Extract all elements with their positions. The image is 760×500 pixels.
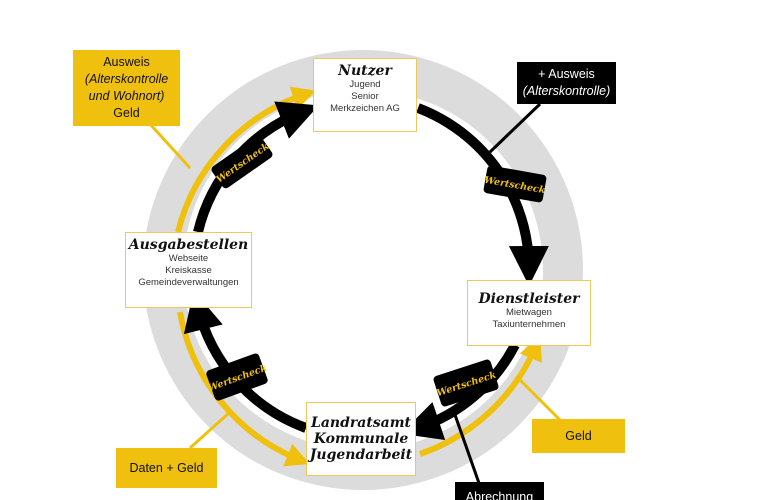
note-abrechnung: Abrechnung: [455, 482, 544, 500]
node-dienstleister: Dienstleister Mietwagen Taxiunternehmen: [467, 280, 591, 346]
note-text: Geld: [113, 106, 140, 120]
note-text: Ausweis: [103, 55, 150, 69]
pointer-ausweis-black: [488, 102, 542, 154]
node-dienstleister-line: Taxiunternehmen: [492, 319, 566, 330]
node-ausgabestellen: Ausgabestellen Webseite Kreiskasse Gemei…: [125, 232, 252, 308]
yellow-arrow-ausgabe-to-landratsamt: [177, 311, 311, 467]
note-text: (Alterskontrolle: [84, 72, 169, 86]
note-text: Abrechnung: [465, 490, 534, 500]
note-daten-geld: Daten + Geld: [116, 448, 217, 488]
pointer-ausweis-yellow: [148, 122, 192, 170]
pointer-geld: [518, 378, 562, 422]
note-text: + Ausweis: [538, 67, 595, 81]
node-ausgabestellen-line: Gemeindeverwaltungen: [138, 277, 239, 288]
node-landratsamt-title: Landratsamt: [310, 415, 412, 431]
node-landratsamt-title: Jugendarbeit: [309, 447, 413, 463]
node-landratsamt: Landratsamt Kommunale Jugendarbeit: [306, 402, 416, 476]
note-text: Daten + Geld: [129, 461, 204, 475]
node-nutzer: Nutzer Jugend Senior Merkzeichen AG: [313, 58, 417, 132]
node-landratsamt-title: Kommunale: [313, 431, 409, 447]
note-text: und Wohnort): [88, 89, 165, 103]
cheque-tag-top-right: Wertscheck: [483, 165, 547, 203]
note-geld: Geld: [532, 419, 625, 453]
yellow-arrow-landratsamt-to-dienstleister: [419, 336, 542, 457]
node-nutzer-line: Merkzeichen AG: [330, 103, 400, 114]
node-ausgabestellen-line: Kreiskasse: [165, 265, 212, 276]
node-dienstleister-title: Dienstleister: [478, 291, 580, 307]
node-ausgabestellen-title: Ausgabestellen: [128, 237, 249, 253]
note-text: (Alterskontrolle): [522, 84, 611, 98]
note-text: Geld: [565, 429, 592, 443]
node-nutzer-title: Nutzer: [338, 63, 392, 79]
node-ausgabestellen-line: Webseite: [168, 253, 209, 264]
pointer-daten-geld: [188, 410, 232, 450]
node-dienstleister-line: Mietwagen: [506, 307, 552, 318]
node-nutzer-line: Jugend: [349, 79, 381, 90]
pointer-abrechnung: [452, 411, 482, 487]
note-plus-ausweis: + Ausweis (Alterskontrolle): [517, 62, 616, 104]
node-nutzer-line: Senior: [351, 91, 379, 102]
note-ausweis-geld: Ausweis (Alterskontrolle und Wohnort) Ge…: [73, 50, 180, 126]
